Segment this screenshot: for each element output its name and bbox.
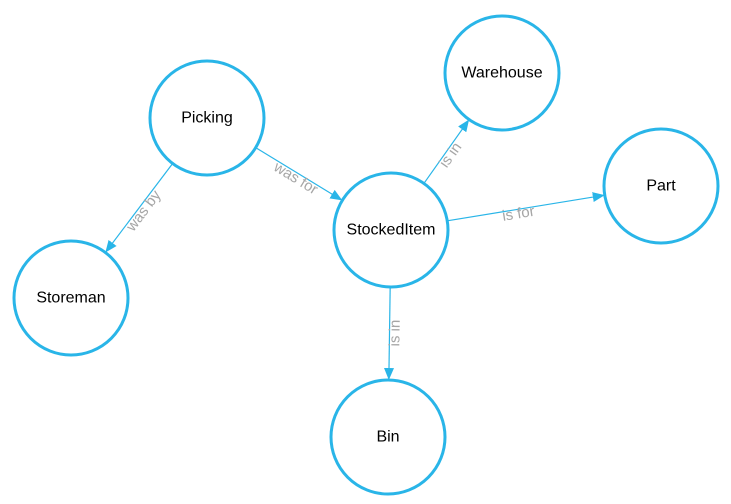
- node-warehouse[interactable]: Warehouse: [443, 14, 561, 132]
- edge-label-was-by: was by: [122, 187, 165, 236]
- edge-picking-storeman[interactable]: was by: [105, 163, 174, 253]
- node-circle: [329, 378, 447, 496]
- edge-label-is-in-warehouse: is in: [436, 139, 465, 171]
- edge-label-was-for: was for: [270, 158, 321, 198]
- node-circle: [12, 239, 130, 357]
- node-circle: [602, 127, 720, 245]
- node-stockeditem[interactable]: StockedItem: [332, 171, 450, 289]
- node-label-bin: Bin: [376, 429, 399, 446]
- node-circle: [148, 59, 266, 177]
- node-part[interactable]: Part: [602, 127, 720, 245]
- node-storeman[interactable]: Storeman: [12, 239, 130, 357]
- node-label-stockeditem: StockedItem: [347, 222, 436, 239]
- node-picking[interactable]: Picking: [148, 59, 266, 177]
- edge-line: [423, 119, 470, 184]
- node-label-part: Part: [646, 178, 676, 195]
- edge-label-is-for: is for: [501, 203, 536, 225]
- edge-line: [255, 147, 343, 201]
- node-label-warehouse: Warehouse: [461, 65, 542, 82]
- edge-line: [384, 286, 394, 381]
- edge-stockeditem-part[interactable]: is for: [447, 192, 605, 225]
- node-label-storeman: Storeman: [36, 290, 105, 307]
- edge-picking-stockeditem[interactable]: was for: [255, 147, 343, 201]
- edge-line: [447, 192, 605, 222]
- edge-stockeditem-bin[interactable]: is in: [384, 286, 404, 381]
- node-circle: [332, 171, 450, 289]
- node-circle: [443, 14, 561, 132]
- edge-label-is-in-bin: is in: [386, 320, 403, 347]
- node-label-picking: Picking: [181, 110, 233, 127]
- edge-line: [105, 163, 174, 253]
- node-bin[interactable]: Bin: [329, 378, 447, 496]
- nodes: Picking Warehouse Part StockedItem Store…: [12, 14, 720, 496]
- edge-stockeditem-warehouse[interactable]: is in: [423, 119, 470, 184]
